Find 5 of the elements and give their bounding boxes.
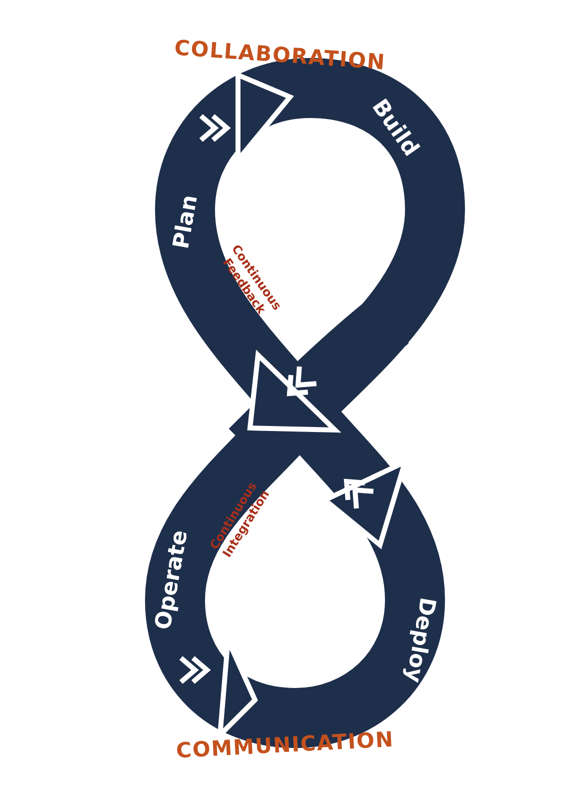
banner-heading: COLLABORATION <box>174 36 386 74</box>
banner-heading: COMMUNICATION <box>175 727 395 763</box>
stage-label: Deploy <box>400 596 440 684</box>
stage-label: Plan <box>168 193 204 251</box>
stage-label: Operate <box>150 528 194 632</box>
